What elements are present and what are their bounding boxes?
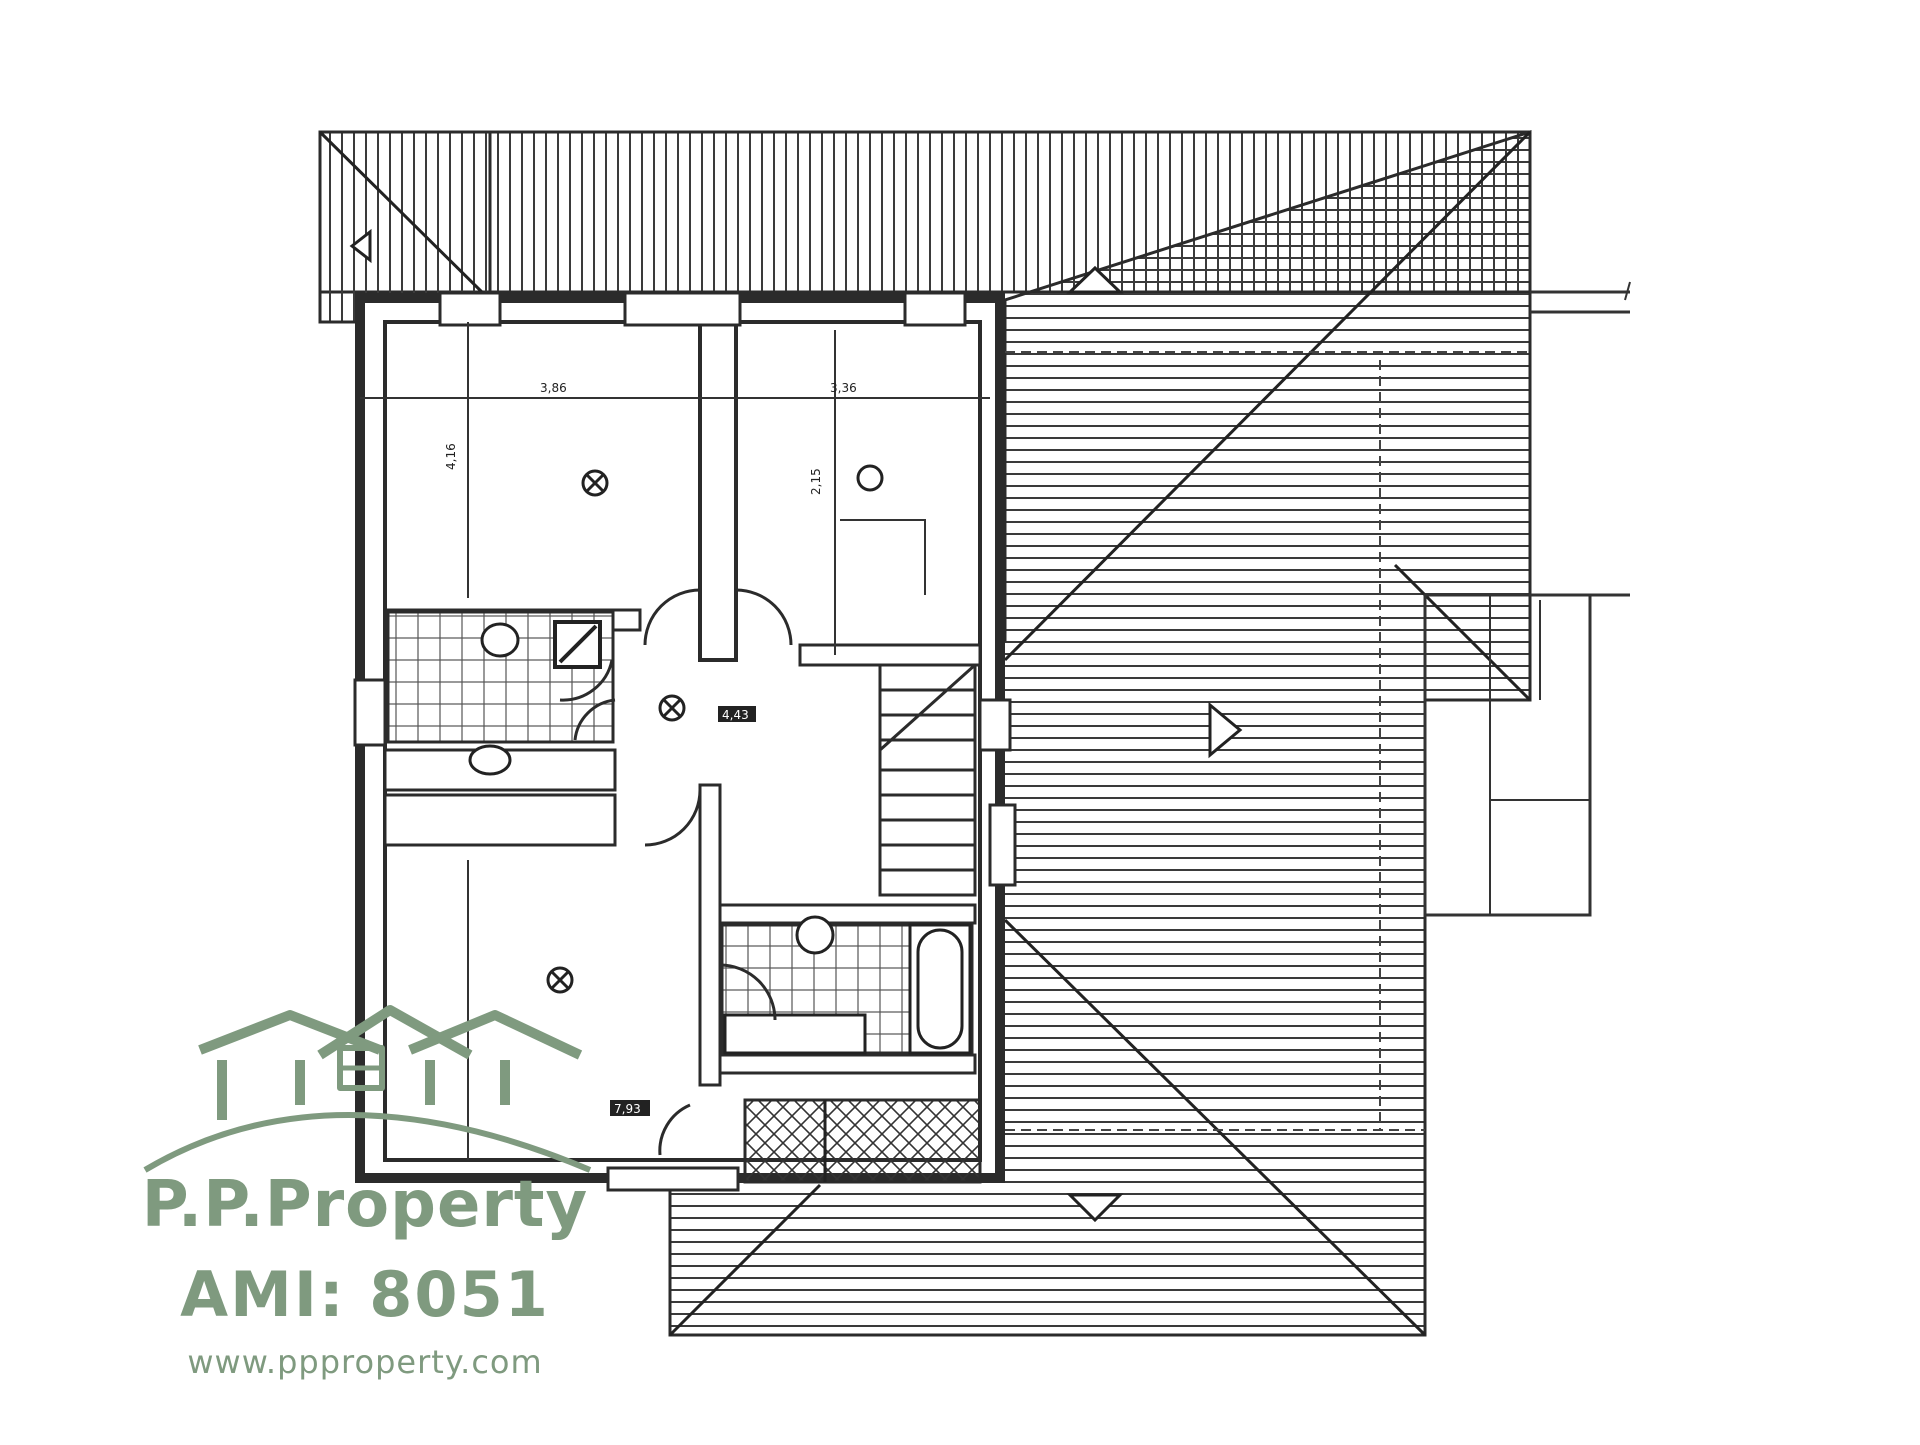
watermark-license: AMI: 8051 (180, 1258, 550, 1331)
room-symbols (546, 464, 884, 994)
watermark-logo-icon (143, 1005, 592, 1173)
watermark-brand: P.P.Property (141, 1168, 589, 1242)
plan-labels: 3,86 3,36 4,16 2,15 4,43 7,93 (444, 381, 857, 1116)
dim-label-side-2: 2,15 (809, 468, 823, 495)
roof (318, 129, 1532, 1337)
windows (353, 291, 1017, 1192)
door-swings (559, 588, 793, 1156)
dim-label-top-2: 3,36 (830, 381, 857, 395)
landing (743, 1098, 982, 1184)
bathroom-upper (386, 610, 615, 776)
area-label-room: 7,93 (614, 1102, 641, 1116)
dim-label-top-1: 3,86 (540, 381, 567, 395)
balcony (1423, 281, 1631, 917)
area-label-hall: 4,43 (722, 708, 749, 722)
dim-label-side-1: 4,16 (444, 443, 458, 470)
bathroom-lower (720, 915, 974, 1055)
stairs (878, 663, 977, 897)
watermark-website: www.ppproperty.com (187, 1343, 543, 1381)
dimension-lines (360, 322, 990, 1160)
